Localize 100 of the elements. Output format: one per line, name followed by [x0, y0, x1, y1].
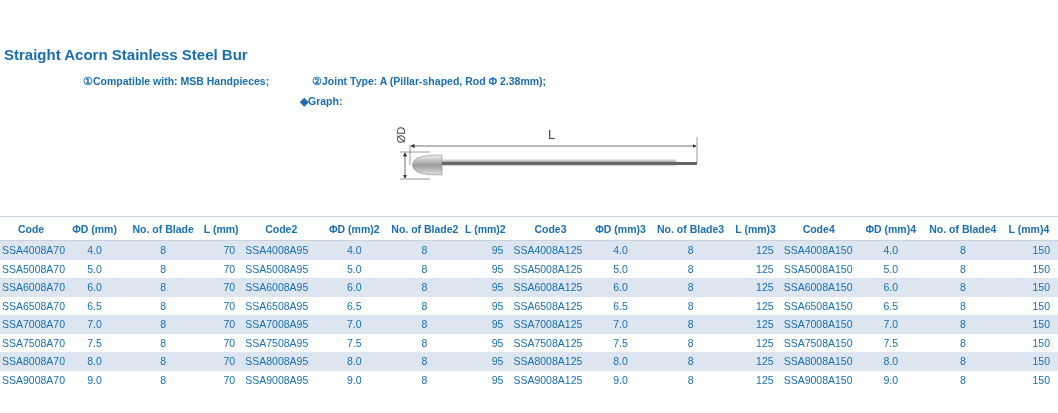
column-header: No. of Blade4 [925, 216, 1000, 241]
column-header: ΦD (mm) [62, 216, 128, 241]
table-cell: 8 [389, 333, 460, 352]
table-cell: 125 [729, 259, 782, 278]
table-cell: 8 [925, 315, 1000, 334]
table-cell: 95 [459, 370, 512, 389]
table-cell: 150 [999, 352, 1058, 371]
table-cell: 5.0 [319, 259, 390, 278]
table-cell: 8 [127, 352, 200, 371]
column-header: Code [0, 216, 63, 241]
table-cell: 70 [199, 333, 244, 352]
table-cell: 150 [999, 315, 1058, 334]
table-cell: 150 [999, 370, 1058, 389]
table-cell: SSA7508A150 [781, 333, 856, 352]
table-cell: SSA8008A95 [243, 352, 320, 371]
table-cell: 70 [199, 352, 244, 371]
table-cell: 70 [199, 315, 244, 334]
table-cell: SSA8008A150 [781, 352, 856, 371]
table-cell: SSA5008A70 [0, 259, 63, 278]
table-cell: 8 [127, 370, 200, 389]
table-cell: SSA6008A70 [0, 278, 63, 297]
table-cell: 6.0 [855, 278, 926, 297]
table-cell: 8 [651, 278, 730, 297]
table-cell: 8.0 [319, 352, 390, 371]
table-cell: 8 [651, 370, 730, 389]
table-cell: 8 [925, 278, 1000, 297]
table-cell: SSA9008A150 [781, 370, 856, 389]
table-cell: SSA8008A125 [511, 352, 590, 371]
column-header: ΦD (mm)4 [855, 216, 926, 241]
column-header: ΦD (mm)3 [589, 216, 652, 241]
table-cell: 8 [127, 296, 200, 315]
table-cell: SSA6508A95 [243, 296, 320, 315]
table-cell: 8 [925, 333, 1000, 352]
table-cell: SSA5008A150 [781, 259, 856, 278]
table-cell: 9.0 [855, 370, 926, 389]
table-cell: SSA9008A95 [243, 370, 320, 389]
table-cell: 8 [651, 333, 730, 352]
table-cell: SSA7508A95 [243, 333, 320, 352]
table-cell: 8 [651, 352, 730, 371]
table-cell: 8 [925, 370, 1000, 389]
dimension-label: ØD [395, 126, 408, 144]
table-cell: 150 [999, 333, 1058, 352]
title: Straight Acorn Stainless Steel Bur [4, 46, 248, 63]
table-cell: 7.5 [855, 333, 926, 352]
table-cell: 8 [127, 315, 200, 334]
table-cell: 6.5 [319, 296, 390, 315]
column-header: ΦD (mm)2 [319, 216, 390, 241]
table-cell: 8 [127, 259, 200, 278]
table-cell: SSA7008A70 [0, 315, 63, 334]
table-cell: SSA6008A150 [781, 278, 856, 297]
table-cell: 8 [651, 259, 730, 278]
dimension-label: L [548, 127, 556, 142]
table-cell: 70 [199, 296, 244, 315]
table-cell: 125 [729, 352, 782, 371]
table-cell: SSA7008A125 [511, 315, 590, 334]
table-cell: 6.0 [319, 278, 390, 297]
table-cell: SSA6008A125 [511, 278, 590, 297]
table-cell: 8 [925, 296, 1000, 315]
column-header: L (mm) [199, 216, 244, 241]
table-cell: 8 [651, 296, 730, 315]
table-cell: 8 [389, 259, 460, 278]
column-header: Code4 [781, 216, 856, 241]
table-cell: 8 [925, 352, 1000, 371]
table-cell: 6.0 [589, 278, 652, 297]
table-cell: 9.0 [319, 370, 390, 389]
table-cell: SSA9008A70 [0, 370, 63, 389]
table-cell: 7.0 [855, 315, 926, 334]
table-cell: 125 [729, 370, 782, 389]
table-cell: 6.5 [855, 296, 926, 315]
table-cell: 8 [389, 370, 460, 389]
table-cell: 95 [459, 296, 512, 315]
table-cell: 150 [999, 259, 1058, 278]
table-cell: 5.0 [589, 259, 652, 278]
table-cell: 8 [389, 315, 460, 334]
spec-text: ②Joint Type: A (Pillar-shaped, Rod Φ 2.38mm); [312, 75, 547, 87]
table-cell: 8 [389, 352, 460, 371]
table-cell: SSA6008A95 [243, 278, 320, 297]
spec-text: ①Compatible with: MSB Handpieces; [83, 75, 270, 87]
table-cell: 8 [925, 259, 1000, 278]
table-cell: 150 [999, 296, 1058, 315]
table-cell: 9.0 [589, 370, 652, 389]
table-cell: 95 [459, 333, 512, 352]
column-header: L (mm)3 [729, 216, 782, 241]
table-cell: 125 [729, 333, 782, 352]
table-cell: SSA6508A70 [0, 296, 63, 315]
column-header: No. of Blade2 [389, 216, 460, 241]
column-header: Code2 [243, 216, 320, 241]
section-heading: ◆Graph: [300, 95, 343, 107]
table-cell: SSA5008A125 [511, 259, 590, 278]
table-cell: 8 [127, 333, 200, 352]
table-cell: 150 [999, 278, 1058, 297]
table-cell: 70 [199, 370, 244, 389]
column-header: L (mm)2 [459, 216, 512, 241]
table-cell: SSA5008A95 [243, 259, 320, 278]
table-cell: 8.0 [589, 352, 652, 371]
table-cell: SSA7508A125 [511, 333, 590, 352]
column-header: L (mm)4 [999, 216, 1058, 241]
table-cell: 95 [459, 259, 512, 278]
table-cell: 95 [459, 352, 512, 371]
column-header: Code3 [511, 216, 590, 241]
